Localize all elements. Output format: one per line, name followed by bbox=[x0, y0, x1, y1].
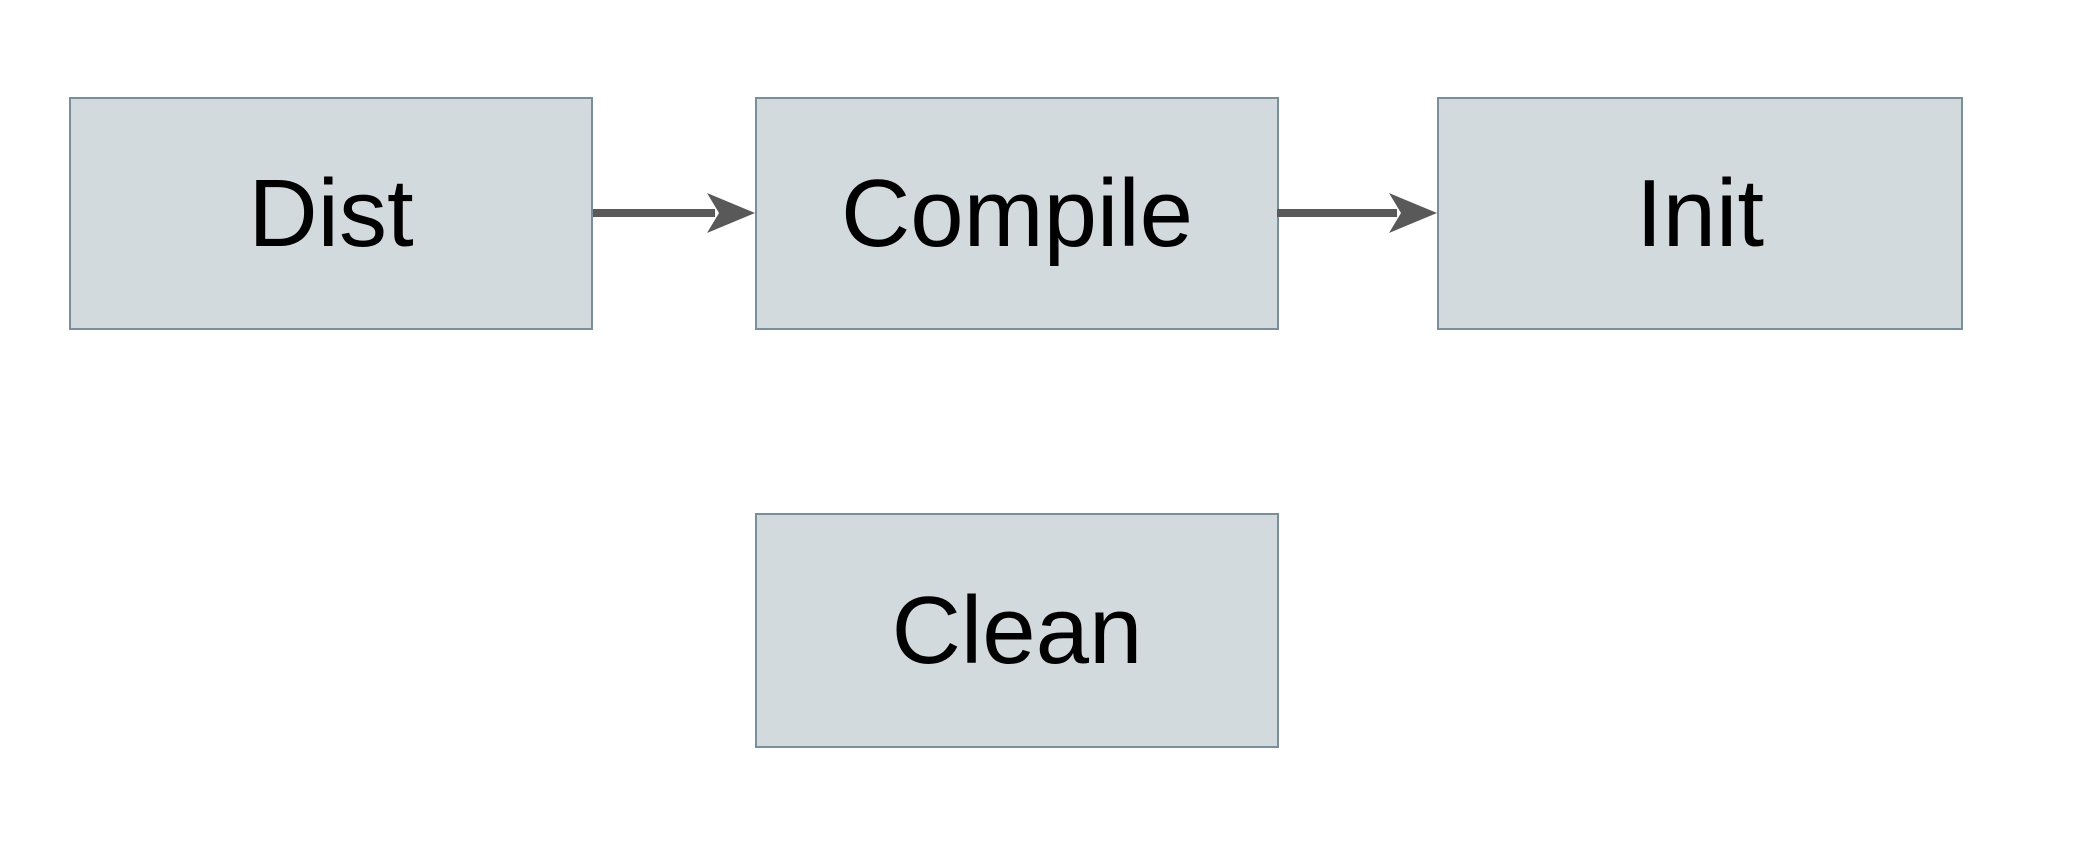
node-init[interactable]: Init bbox=[1437, 97, 1963, 330]
node-init-label: Init bbox=[1635, 159, 1765, 267]
arrow-dist-to-compile-icon bbox=[593, 193, 755, 233]
node-dist-label: Dist bbox=[248, 159, 414, 267]
arrow-compile-to-init-icon bbox=[1277, 193, 1437, 233]
node-clean[interactable]: Clean bbox=[755, 513, 1279, 748]
node-dist[interactable]: Dist bbox=[69, 97, 593, 330]
node-clean-label: Clean bbox=[891, 576, 1143, 684]
node-compile[interactable]: Compile bbox=[755, 97, 1279, 330]
node-compile-label: Compile bbox=[840, 159, 1194, 267]
